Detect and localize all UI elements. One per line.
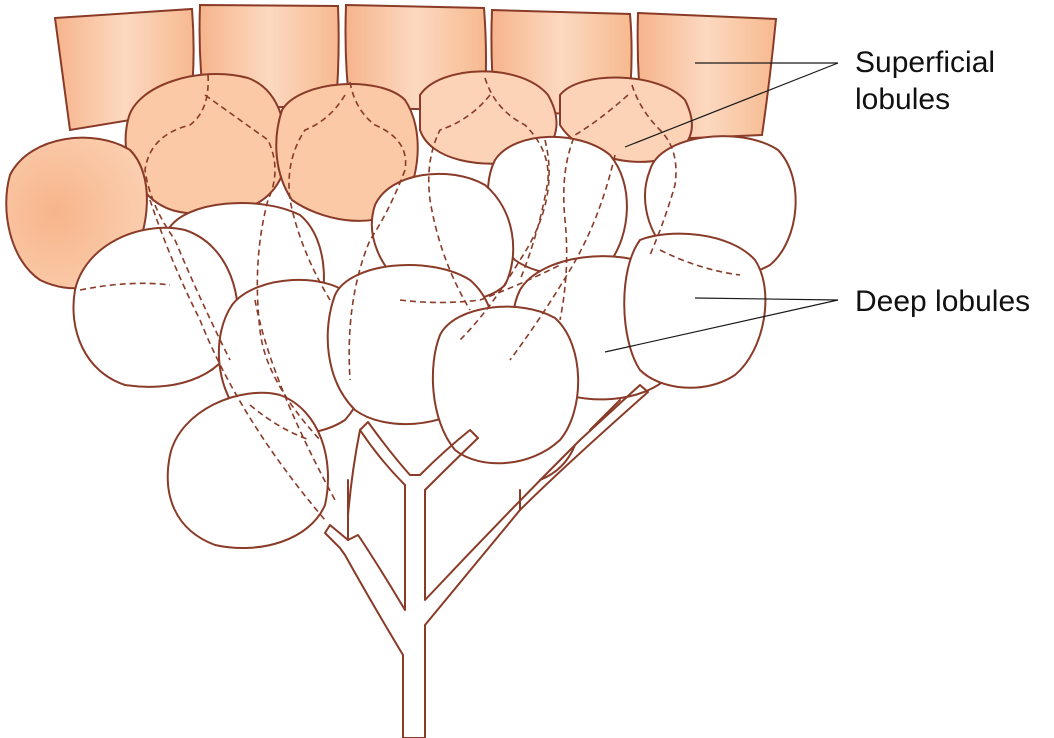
duct-tree (324, 384, 649, 738)
superficial-lobules-label: Superficial lobules (855, 44, 995, 118)
deep-lobules-label: Deep lobules (855, 285, 1031, 318)
superficial-label-line2: lobules (855, 83, 951, 116)
deep-leader (604, 297, 839, 353)
superficial-label-line1: Superficial (855, 46, 996, 79)
deep-lobules (72, 135, 797, 549)
superficial-leader (624, 62, 839, 148)
dashed-ducts (79, 74, 741, 521)
superficial-lobules (5, 3, 778, 290)
